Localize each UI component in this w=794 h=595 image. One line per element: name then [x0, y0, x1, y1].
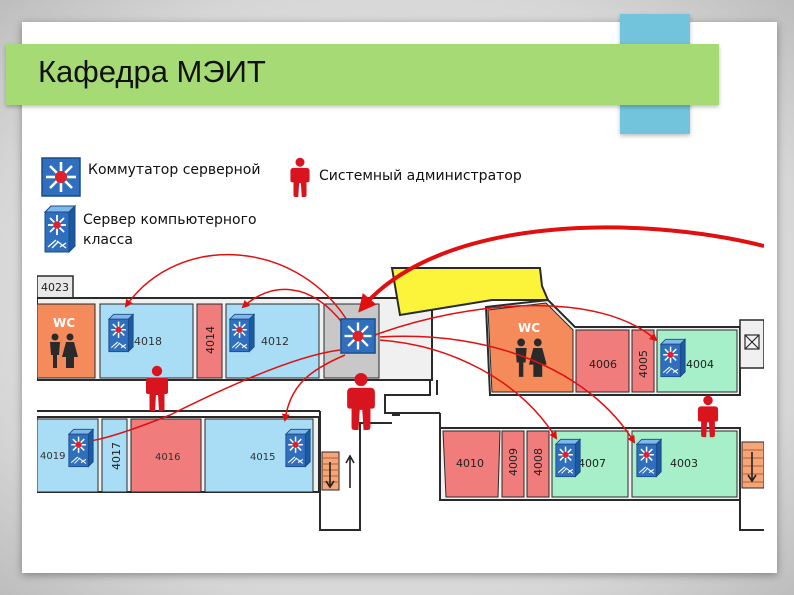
room-4009 [501, 430, 525, 498]
floor-plan: Коммутатор серверной Системный администр… [37, 157, 764, 531]
room-4023-label: 4023 [41, 281, 69, 294]
room-4017-label: 4017 [110, 442, 123, 470]
legend: Коммутатор серверной Системный администр… [41, 157, 522, 253]
switch-icon [340, 318, 376, 354]
server-icon [660, 338, 686, 378]
server-icon [44, 205, 76, 253]
server-icon [108, 313, 134, 353]
slide-title: Кафедра МЭИТ [38, 54, 266, 89]
legend-server-label-2: класса [83, 232, 133, 248]
room-4012-label: 4012 [261, 335, 289, 348]
room-4018-label: 4018 [134, 335, 162, 348]
person-icon [347, 373, 375, 430]
server-icon [636, 438, 662, 478]
server-icon [68, 428, 94, 468]
stairs-icon [321, 451, 355, 491]
room-4004-label: 4004 [686, 358, 714, 371]
legend-admin-label: Системный администратор [319, 168, 522, 184]
room-4006 [575, 329, 630, 393]
room-4003-label: 4003 [670, 457, 698, 470]
server-icon [229, 313, 255, 353]
elevator-icon [739, 319, 764, 369]
room-4016-label: 4016 [155, 452, 180, 463]
room-4015-label: 4015 [250, 452, 275, 463]
room-4017 [101, 418, 128, 493]
person-icon [290, 157, 310, 197]
switch-icon [41, 157, 81, 197]
server-icon [555, 438, 581, 478]
title-bar [6, 44, 719, 105]
legend-server-label-1: Сервер компьютерного [83, 212, 257, 228]
room-4008-label: 4008 [532, 448, 545, 476]
room-4009-label: 4009 [507, 448, 520, 476]
legend-switch-label: Коммутатор серверной [88, 162, 260, 178]
room-4010 [442, 430, 501, 498]
stairs-icon [741, 441, 764, 489]
room-4008 [526, 430, 550, 498]
room-4014-label: 4014 [204, 326, 217, 354]
room-4007-label: 4007 [578, 457, 606, 470]
room-4005-label: 4005 [637, 350, 650, 378]
room-4016 [130, 418, 202, 493]
room-4010-label: 4010 [456, 457, 484, 470]
room-4006-label: 4006 [589, 358, 617, 371]
server-icon [285, 428, 311, 468]
room-4019-label: 4019 [40, 451, 65, 462]
room-4014 [196, 303, 223, 379]
wc-right-label: WC [518, 321, 540, 335]
network-links [78, 225, 764, 448]
wc-left-label: WC [53, 316, 75, 330]
